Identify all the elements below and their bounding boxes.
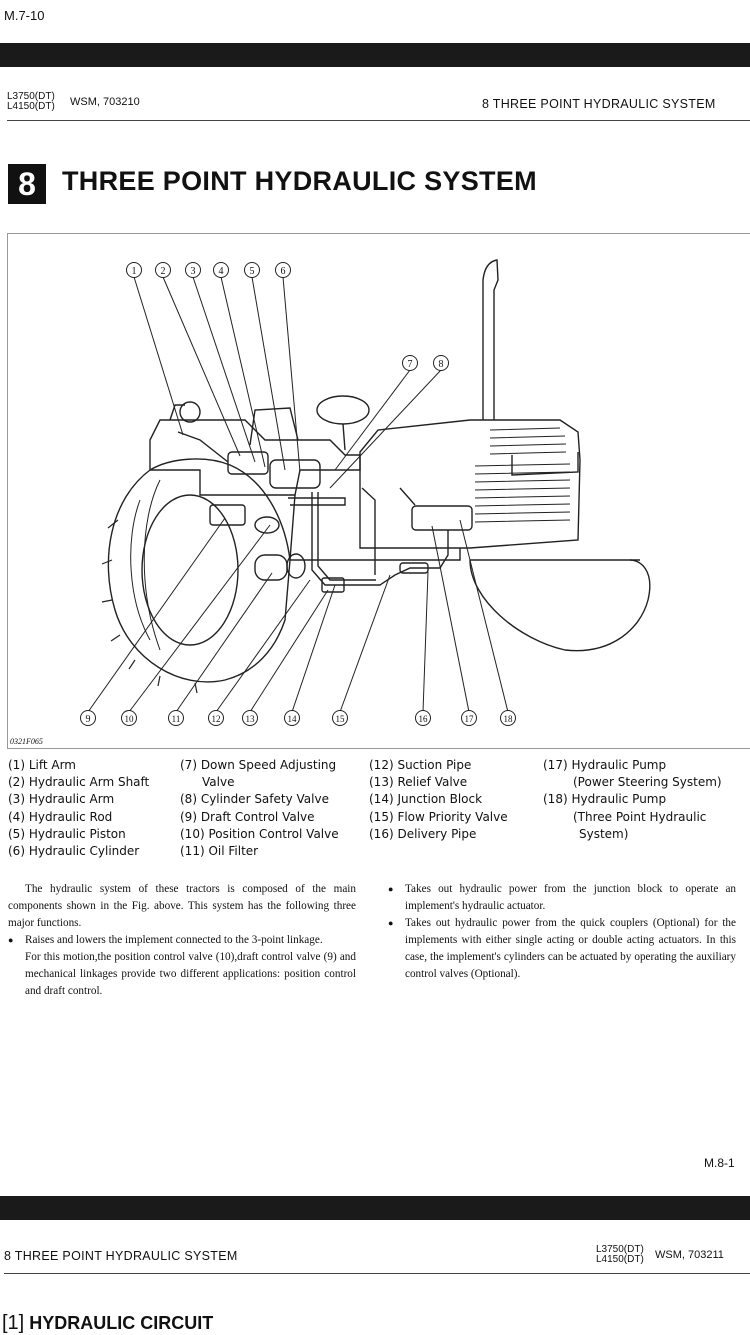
legend-item: (8) Cylinder Safety Valve xyxy=(180,792,329,807)
legend-item: (18) Hydraulic Pump xyxy=(543,792,667,807)
tractor-hydraulic-illustration: 1 2 3 4 5 6 7 8 9 10 11 12 13 14 15 16 1… xyxy=(80,259,651,726)
top-margin xyxy=(0,0,750,43)
legend-item: (10) Position Control Valve xyxy=(180,826,339,841)
callout-1: 1 xyxy=(132,266,137,277)
legend-item: (9) Draft Control Valve xyxy=(180,809,315,824)
legend-item: (17) Hydraulic Pump xyxy=(543,758,667,772)
header-rule xyxy=(7,120,750,121)
chapter-number-box: 8 xyxy=(8,164,46,204)
legend-item: (4) Hydraulic Rod xyxy=(8,809,113,824)
callout-5: 5 xyxy=(250,266,255,277)
header-rule-page2 xyxy=(4,1273,750,1274)
page-separator-band xyxy=(0,43,750,67)
legend-item: (3) Hydraulic Arm xyxy=(8,792,115,807)
callout-12: 12 xyxy=(212,714,221,724)
rear-wheel xyxy=(107,458,291,683)
section-header-page2: 8 THREE POINT HYDRAULIC SYSTEM xyxy=(4,1249,238,1263)
legend-item-cont: (Power Steering System) xyxy=(573,775,722,790)
intro-paragraph: The hydraulic system of these tractors i… xyxy=(8,883,356,929)
legend-item: (6) Hydraulic Cylinder xyxy=(8,844,140,859)
legend-column-4: (17) Hydraulic Pump (Power Steering Syst… xyxy=(543,757,722,843)
callout-4: 4 xyxy=(219,266,224,277)
exhaust-pipe xyxy=(482,259,499,420)
wsm-number: WSM, 703210 xyxy=(70,96,140,108)
model-l4150: L4150(DT) xyxy=(596,1254,644,1265)
callout-15: 15 xyxy=(336,714,346,724)
callout-7: 7 xyxy=(408,359,413,370)
previous-page-ref: M.7-10 xyxy=(4,8,45,23)
model-l3750: L3750(DT) xyxy=(7,91,55,102)
callout-10: 10 xyxy=(125,714,135,724)
page-number: M.8-1 xyxy=(704,1156,735,1170)
callout-9: 9 xyxy=(86,714,91,725)
callout-8: 8 xyxy=(439,359,444,370)
subsection-name: HYDRAULIC CIRCUIT xyxy=(29,1313,214,1333)
callout-14: 14 xyxy=(288,714,298,724)
legend-column-2: (7) Down Speed Adjusting Valve (8) Cylin… xyxy=(180,757,339,860)
figure-code: 0321F065 xyxy=(10,737,43,746)
legend-column-1: (1) Lift Arm (2) Hydraulic Arm Shaft (3)… xyxy=(8,757,149,860)
bullet-quick-couplers: Takes out hydraulic power from the quick… xyxy=(388,915,736,983)
callout-18: 18 xyxy=(504,714,514,724)
body-left-column: The hydraulic system of these tractors i… xyxy=(8,881,356,1000)
page-separator-band-2 xyxy=(0,1196,750,1220)
legend-item: (13) Relief Valve xyxy=(369,775,468,790)
legend-item: (14) Junction Block xyxy=(369,792,483,807)
legend-item: (12) Suction Pipe xyxy=(369,758,472,772)
model-l4150: L4150(DT) xyxy=(7,101,55,112)
subsection-number: [1] xyxy=(2,1312,25,1334)
chapter-title: THREE POINT HYDRAULIC SYSTEM xyxy=(62,166,537,196)
hood xyxy=(359,419,581,549)
legend-item-cont: Valve xyxy=(202,775,235,790)
legend-item-cont: System) xyxy=(579,826,629,841)
legend-item-cont: (Three Point Hydraulic xyxy=(573,809,707,824)
legend-item: (1) Lift Arm xyxy=(8,758,76,772)
bullet-raise-lower: Raises and lowers the implement connecte… xyxy=(8,932,356,949)
legend-item: (2) Hydraulic Arm Shaft xyxy=(8,775,150,790)
callout-6: 6 xyxy=(281,266,286,277)
legend-item: (15) Flow Priority Valve xyxy=(369,809,508,824)
hydraulic-cylinder xyxy=(269,459,321,489)
legend-item: (5) Hydraulic Piston xyxy=(8,826,126,841)
section-header: 8 THREE POINT HYDRAULIC SYSTEM xyxy=(482,97,716,111)
callout-2: 2 xyxy=(161,266,166,277)
callout-3: 3 xyxy=(191,266,196,277)
oil-filter xyxy=(254,554,288,581)
front-wheel xyxy=(469,559,651,652)
legend-item: (16) Delivery Pipe xyxy=(369,826,477,841)
subsection-title: [1] HYDRAULIC CIRCUIT xyxy=(2,1312,213,1335)
seat xyxy=(249,407,299,446)
control-paragraph: For this motion,the position control val… xyxy=(25,951,356,997)
legend-column-3: (12) Suction Pipe (13) Relief Valve (14)… xyxy=(369,757,508,843)
model-list-page2: L3750(DT) L4150(DT) xyxy=(596,1245,644,1265)
legend-item: (7) Down Speed Adjusting xyxy=(180,758,337,772)
callout-17: 17 xyxy=(465,714,475,724)
callout-11: 11 xyxy=(172,714,181,724)
callout-16: 16 xyxy=(419,714,429,724)
bullet-junction-block: Takes out hydraulic power from the junct… xyxy=(388,881,736,915)
wsm-number-page2: WSM, 703211 xyxy=(655,1249,724,1261)
callout-13: 13 xyxy=(246,714,256,724)
figure-frame xyxy=(7,233,750,749)
legend-item: (11) Oil Filter xyxy=(180,844,259,859)
body-right-column: Takes out hydraulic power from the junct… xyxy=(388,881,736,983)
model-l3750: L3750(DT) xyxy=(596,1244,644,1255)
model-list: L3750(DT) L4150(DT) xyxy=(7,92,55,112)
